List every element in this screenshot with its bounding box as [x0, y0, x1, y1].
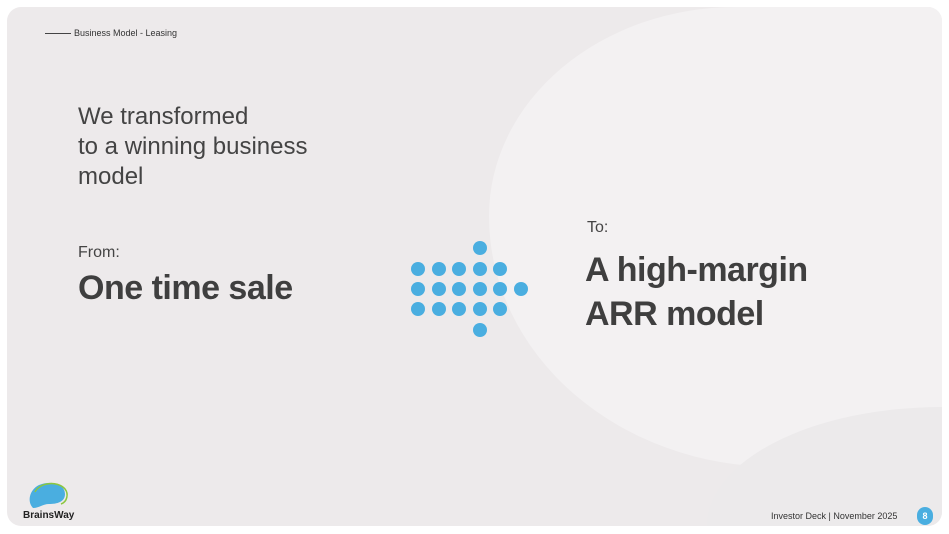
- arrow-dot: [411, 262, 425, 276]
- title-line: model: [78, 163, 144, 190]
- divider: [45, 32, 71, 34]
- to-value-line: ARR model: [585, 295, 764, 333]
- arrow-dot: [432, 302, 446, 316]
- footer-text: Investor Deck | November 2025: [771, 511, 898, 521]
- arrow-dot: [493, 262, 507, 276]
- arrow-dot: [452, 302, 466, 316]
- to-label: To:: [587, 219, 609, 236]
- arrow-dot: [473, 323, 487, 337]
- arrow-dot: [452, 262, 466, 276]
- arrow-dot: [432, 262, 446, 276]
- arrow-dot: [432, 282, 446, 296]
- section-tag: Business Model - Leasing: [45, 28, 177, 38]
- arrow-dot: [473, 241, 487, 255]
- arrow-dot: [493, 302, 507, 316]
- from-value: One time sale: [78, 269, 293, 307]
- arrow-dot: [411, 282, 425, 296]
- section-tag-label: Business Model - Leasing: [74, 28, 178, 38]
- title-line: to a winning business: [78, 133, 308, 160]
- arrow-dot: [473, 302, 487, 316]
- page-number-badge: 8: [917, 507, 933, 525]
- page-title: We transformed to a winning business mod…: [78, 102, 307, 192]
- slide: Business Model - Leasing We transformed …: [7, 7, 942, 526]
- from-label: From:: [78, 244, 120, 261]
- arrow-dot: [411, 302, 425, 316]
- to-value: A high-margin ARR model: [585, 248, 808, 336]
- arrow-dot: [473, 282, 487, 296]
- arrow-dot: [493, 282, 507, 296]
- logo-text: BrainsWay: [23, 510, 75, 521]
- dotted-arrow-right-icon: [411, 241, 528, 337]
- title-line: We transformed: [78, 103, 249, 130]
- arrow-dot: [514, 282, 528, 296]
- brainsway-logo: [29, 482, 68, 508]
- arrow-dot: [452, 282, 466, 296]
- to-value-line: A high-margin: [585, 251, 808, 289]
- arrow-dot: [473, 262, 487, 276]
